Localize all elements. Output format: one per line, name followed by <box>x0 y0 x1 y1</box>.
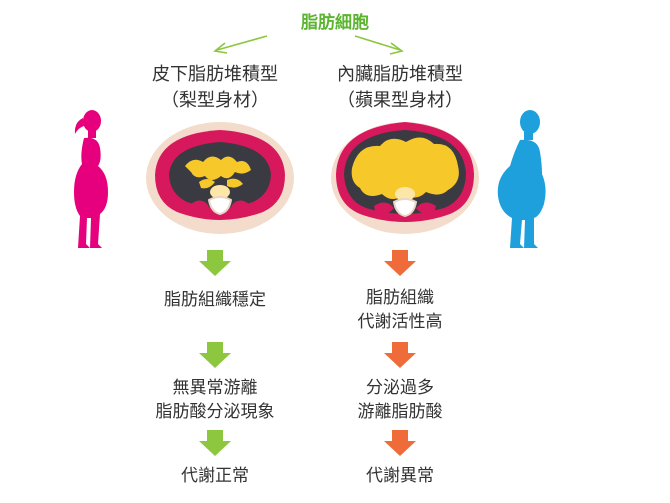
visceral-fat-cross-section <box>331 122 479 234</box>
cross-section-organ <box>210 185 230 199</box>
right-step-2-line2: 游離脂肪酸 <box>357 402 443 422</box>
branch-arrow-left <box>213 35 268 54</box>
cross-section-muscle-right <box>231 200 249 213</box>
right-step-2-down-arrow-icon <box>384 342 416 368</box>
left-step-1-down-arrow-icon <box>199 250 231 276</box>
left-heading-line1: 皮下脂肪堆積型 <box>152 64 278 85</box>
left-heading: 皮下脂肪堆積型 （梨型身材） <box>105 62 325 114</box>
right-heading-line2: （蘋果型身材） <box>337 90 463 111</box>
left-step-2-line1: 無異常游離 <box>172 378 258 398</box>
left-step-1-line1: 脂肪組織穩定 <box>164 290 266 310</box>
right-heading: 內臟脂肪堆積型 （蘋果型身材） <box>290 62 510 114</box>
left-heading-line2: （梨型身材） <box>161 90 269 111</box>
right-step-1-down-arrow-icon <box>384 250 416 276</box>
apple-body-figure-icon <box>497 110 546 248</box>
cross-section-visceral-fat <box>351 137 459 199</box>
left-step-2-line2: 脂肪酸分泌現象 <box>155 402 275 422</box>
right-step-2-line1: 分泌過多 <box>366 378 434 398</box>
cross-section-spine <box>392 198 418 218</box>
left-step-1: 脂肪組織穩定 <box>105 288 325 312</box>
right-heading-line1: 內臟脂肪堆積型 <box>337 64 463 85</box>
right-step-3: 代謝異常 <box>290 464 510 488</box>
right-step-3-line1: 代謝異常 <box>366 466 434 486</box>
diagram-title: 脂肪細胞 <box>301 13 369 33</box>
right-step-3-down-arrow-icon <box>384 430 416 456</box>
left-step-2: 無異常游離 脂肪酸分泌現象 <box>105 376 325 424</box>
right-step-1-line1: 脂肪組織 <box>366 288 434 308</box>
cross-section-muscle-left <box>191 200 209 213</box>
subcutaneous-fat-cross-section <box>146 122 294 234</box>
right-step-1: 脂肪組織 代謝活性高 <box>290 286 510 334</box>
right-step-1-line2: 代謝活性高 <box>357 312 443 332</box>
right-step-2: 分泌過多 游離脂肪酸 <box>290 376 510 424</box>
pear-body-figure-icon <box>74 110 108 248</box>
left-step-3-down-arrow-icon <box>199 430 231 456</box>
left-step-2-down-arrow-icon <box>199 342 231 368</box>
left-step-3: 代謝正常 <box>105 464 325 488</box>
cross-section-visceral-fat <box>185 156 251 189</box>
branch-arrow-right <box>354 35 404 55</box>
cross-section-muscle-right <box>416 202 436 215</box>
cross-section-organ <box>395 187 415 201</box>
cross-section-spine <box>207 196 233 216</box>
left-step-3-line1: 代謝正常 <box>181 466 249 486</box>
cross-section-muscle-left <box>374 202 394 215</box>
branch-arrows <box>213 35 404 55</box>
